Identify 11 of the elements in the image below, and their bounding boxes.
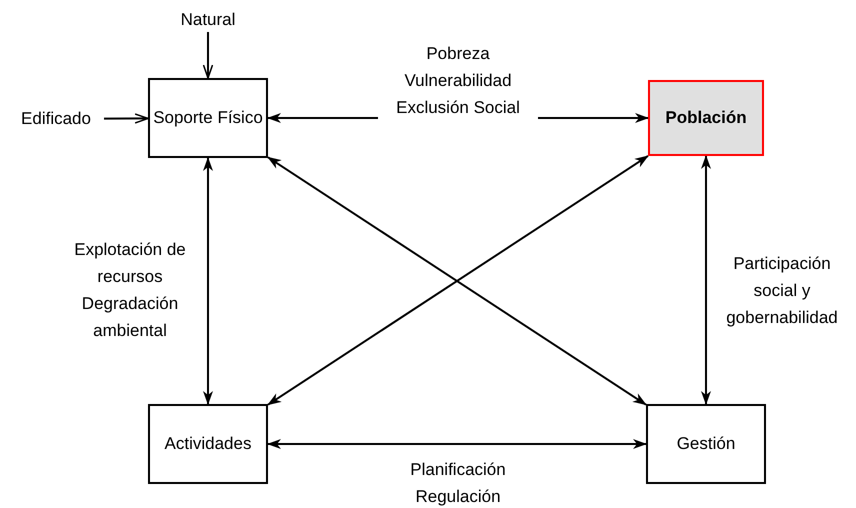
process-box: Gestión: [646, 404, 766, 484]
highlighted-box: Población: [648, 80, 764, 156]
double-arrow: [203, 157, 213, 405]
double-arrow: [202, 32, 214, 79]
double-arrow: [104, 113, 149, 124]
source-label: Natural: [173, 8, 243, 32]
double-arrow: [701, 155, 711, 405]
source-label: Edificado: [8, 107, 104, 131]
double-arrow: [267, 439, 647, 449]
process-box: Actividades: [148, 404, 268, 484]
process-box: Soporte Físico: [148, 78, 268, 158]
